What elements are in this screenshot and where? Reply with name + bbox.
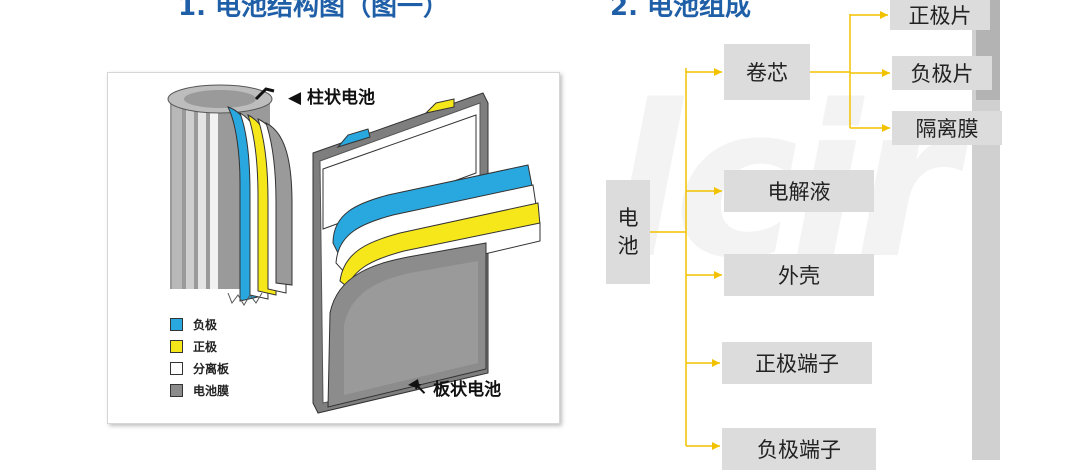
battery-root-char-2: 池 [617, 234, 639, 258]
connector-arrow [712, 442, 720, 450]
battery-root-char-1: 电 [617, 206, 639, 230]
cylindrical-cell-label: ◀ 柱状电池 [288, 88, 375, 108]
composition-box: 卷芯 [724, 44, 810, 100]
connector-arrow [882, 124, 890, 132]
cylindrical-cell-drawing [167, 84, 293, 306]
legend-swatch [170, 362, 183, 375]
section-heading-composition: 2. 电池组成 [610, 0, 752, 22]
composition-box: 外壳 [724, 254, 874, 296]
legend-swatch [170, 384, 183, 397]
legend-label: 负极 [193, 318, 218, 332]
legend-swatch [170, 340, 183, 353]
composition-connector-lines [650, 11, 890, 450]
legend-label: 分离板 [193, 362, 230, 376]
connector-arrow [714, 187, 722, 195]
battery-structure-illustration: ◀ 柱状电池 ↖ 板状电池 负极正极分离板电池膜 [107, 72, 560, 424]
legend-swatch [170, 318, 183, 331]
composition-box: 负极端子 [722, 428, 876, 470]
connector-arrow [714, 68, 722, 76]
cylindrical-cell-label-text: 柱状电池 [307, 88, 375, 108]
connector-arrow [712, 359, 720, 367]
legend-item: 分离板 [170, 360, 229, 376]
pouch-cell-label-text: 板状电池 [433, 380, 502, 400]
core-component-box: 正极片 [890, 0, 990, 30]
pouch-cell-label: ↖ 板状电池 [413, 380, 502, 400]
connector-arrow [714, 271, 722, 279]
legend-label: 电池膜 [193, 384, 230, 398]
section-heading-structure: 1. 电池结构图（图一） [178, 0, 450, 22]
composition-box: 正极端子 [722, 342, 872, 384]
legend-label: 正极 [193, 340, 218, 354]
core-component-box: 隔离膜 [892, 111, 1002, 145]
battery-root-box: 电 池 [606, 180, 650, 284]
connector-arrow [882, 69, 890, 77]
connector-arrow [880, 11, 888, 19]
composition-box: 电解液 [724, 170, 874, 212]
core-component-box: 负极片 [892, 56, 992, 90]
legend-item: 负极 [170, 316, 217, 332]
pouch-cell-drawing [312, 92, 541, 414]
legend-item: 电池膜 [170, 382, 229, 398]
legend-item: 正极 [170, 338, 217, 354]
battery-drawing [167, 84, 541, 414]
